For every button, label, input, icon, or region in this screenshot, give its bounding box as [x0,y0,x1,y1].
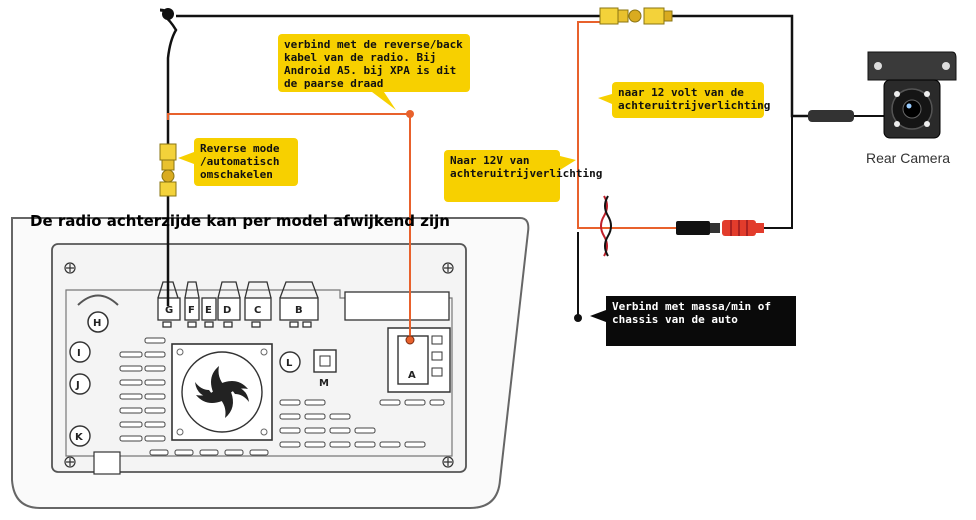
video-cable [163,14,810,306]
port-label-f: F [188,305,195,316]
callout-ground: Verbind met massa/min of chassis van de … [606,296,796,346]
port-h: H [77,294,119,333]
wire-junction-icon [406,110,414,118]
port-a: A [387,327,451,393]
diagram-title: De radio achterzijde kan per model afwij… [30,212,450,230]
rca-plug-top-icon [599,7,673,25]
port-label-b: B [295,305,303,316]
rca-plug-radio-icon [159,143,177,197]
port-label-a: A [408,370,416,381]
port-label-g: G [165,305,173,316]
ground-point-icon [574,314,582,322]
rear-camera-label: Rear Camera [866,150,951,166]
dc-power-plug-icon [676,220,764,236]
callout-reverse-mode: Reverse mode /automatisch omschakelen [194,138,298,186]
rear-camera-icon [867,51,957,139]
callout-reverse-cable: verbind met de reverse/back kabel van de… [278,34,470,92]
twisted-power-pair [600,195,612,257]
connector-strip [157,281,319,328]
cable-end-icon [162,8,174,20]
port-label-m: M [319,378,329,389]
port-label-i: I [77,348,81,359]
power-black-wire [758,116,793,229]
port-label-h: H [93,318,101,329]
callout-backlight-12v-left: Naar 12V van achteruitrijverlichting [444,150,602,202]
callout-backlight-12v-top: naar 12 volt van de achteruitrijverlicht… [612,82,770,118]
port-label-d: D [223,305,231,316]
port-label-l: L [286,358,293,369]
port-label-c: C [254,305,261,316]
cooling-fan [171,343,273,441]
radio-back-panel: G F E D C B H I J K [11,217,530,509]
port-label-k: K [75,432,84,443]
port-label-j: J [75,380,80,391]
reverse-trigger-wire [167,113,411,338]
power-12v-wire [577,21,676,229]
pin-a-marker-icon [405,335,415,345]
camera-inline-connector-icon [808,110,854,122]
port-label-e: E [205,305,212,316]
